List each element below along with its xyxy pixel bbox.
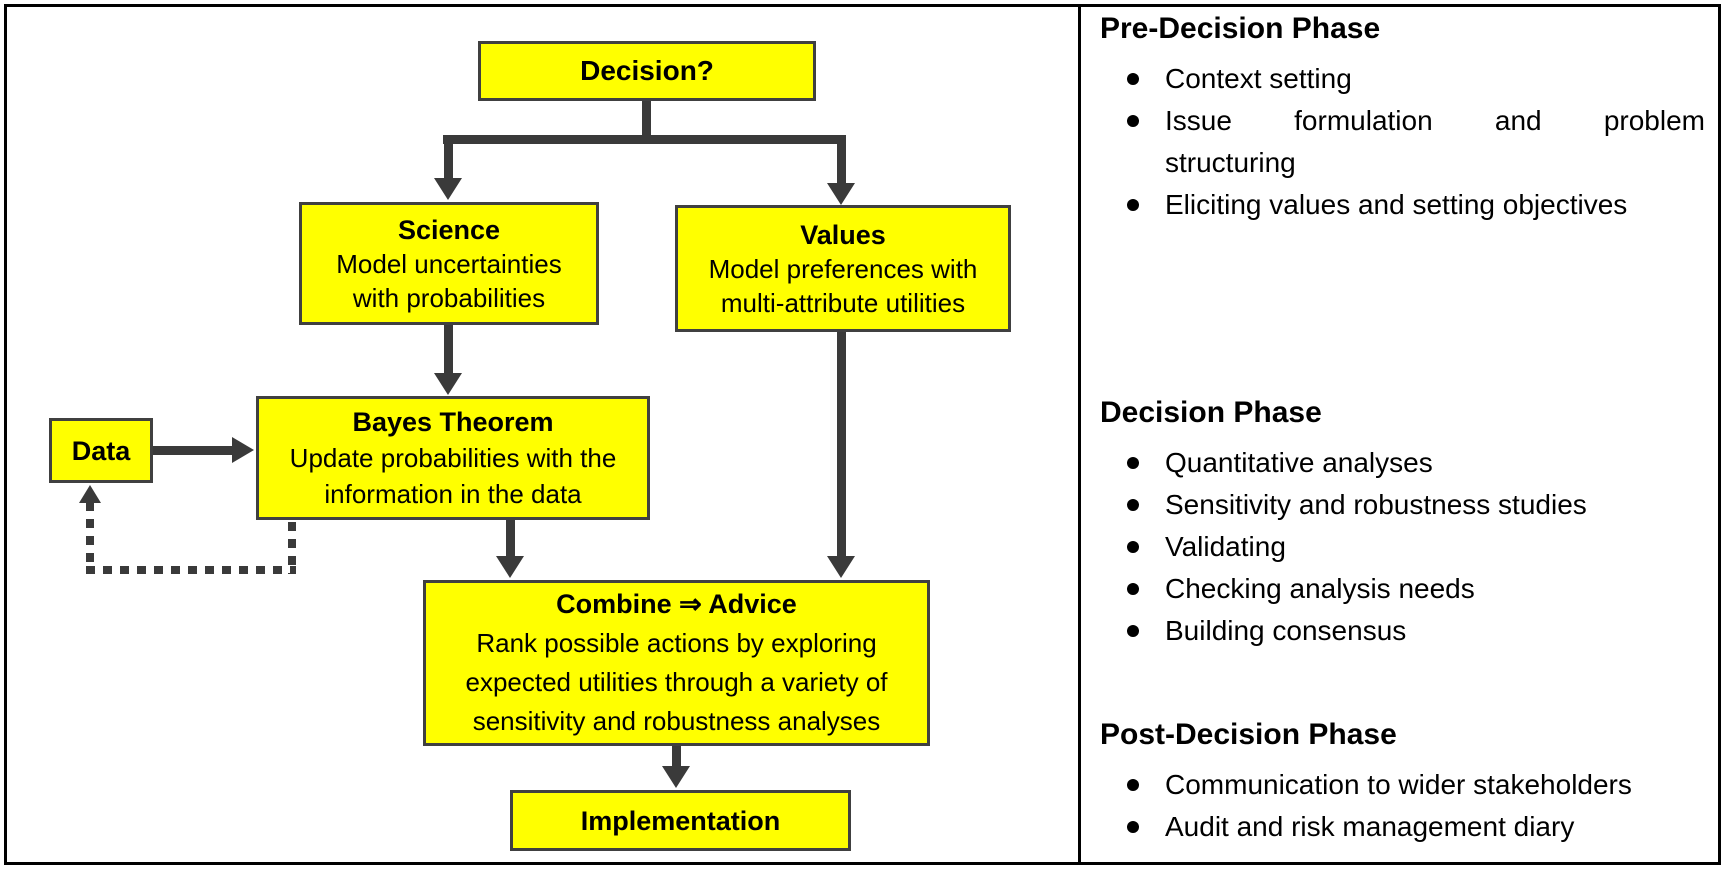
list-item-text: Audit and risk management diary	[1165, 811, 1575, 842]
list-item-text: Eliciting values and setting objectives	[1165, 189, 1628, 220]
implementation-box: Implementation	[510, 790, 851, 851]
science-box: Science Model uncertainties with probabi…	[299, 202, 599, 325]
connector-data-to-bayes	[152, 446, 234, 455]
post-decision-section: Post-Decision Phase Communication to wid…	[1100, 714, 1705, 848]
list-item-text: Building consensus	[1165, 615, 1407, 646]
list-item: Audit and risk management diary	[1127, 806, 1705, 848]
dashed-feedback-horizontal	[86, 566, 296, 574]
bayes-theorem-box-line: information in the data	[324, 479, 582, 509]
list-item: Eliciting values and setting objectives	[1127, 184, 1705, 226]
arrowhead-bayes-to-combine	[496, 556, 524, 578]
combine-advice-box: Combine ⇒ Advice Rank possible actions b…	[423, 580, 930, 746]
list-item: Context setting	[1127, 58, 1705, 100]
list-item: Sensitivity and robustness studies	[1127, 484, 1705, 526]
bayes-theorem-box: Bayes Theorem Update probabilities with …	[256, 396, 650, 520]
connector-science-to-bayes	[444, 325, 453, 375]
list-item-text: Validating	[1165, 531, 1286, 562]
data-box-title: Data	[71, 435, 131, 466]
implementation-box-title: Implementation	[580, 805, 781, 836]
bullet-icon	[1127, 764, 1165, 806]
list-item: Checking analysis needs	[1127, 568, 1705, 610]
dashed-feedback-vertical-from-bayes	[288, 522, 296, 574]
decision-phase-section: Decision Phase Quantitative analyses Sen…	[1100, 392, 1705, 652]
decision-box: Decision?	[478, 41, 816, 101]
values-box: Values Model preferences with multi-attr…	[675, 205, 1011, 332]
combine-advice-box-line: sensitivity and robustness analyses	[472, 706, 881, 736]
arrowhead-data-to-bayes	[232, 437, 254, 463]
connector-to-values	[837, 135, 846, 185]
list-item: Issue formulation and problem structurin…	[1127, 100, 1705, 184]
connector-decision-stub	[642, 100, 651, 144]
bullet-icon	[1127, 484, 1165, 526]
bullet-icon	[1127, 442, 1165, 484]
bullet-icon	[1127, 568, 1165, 610]
arrowhead-to-science	[434, 178, 462, 200]
post-decision-heading: Post-Decision Phase	[1100, 718, 1397, 751]
list-item: Quantitative analyses	[1127, 442, 1705, 484]
panel-divider	[1078, 6, 1081, 863]
pre-decision-list: Context setting Issue formulation and pr…	[1100, 58, 1705, 226]
list-item-text: Communication to wider stakeholders	[1165, 769, 1632, 800]
list-item-text: Quantitative analyses	[1165, 447, 1433, 478]
list-item: Building consensus	[1127, 610, 1705, 652]
post-decision-list: Communication to wider stakeholders Audi…	[1100, 764, 1705, 848]
values-box-line: Model preferences with	[708, 253, 978, 284]
bayes-theorem-box-line: Update probabilities with the	[289, 443, 617, 473]
arrowhead-feedback-to-data	[79, 485, 101, 503]
decision-phase-heading: Decision Phase	[1100, 396, 1322, 429]
decision-box-title: Decision?	[580, 55, 714, 86]
list-item-text: Context setting	[1165, 63, 1352, 94]
bayes-theorem-box-title: Bayes Theorem	[352, 407, 554, 437]
arrowhead-values-to-combine	[827, 556, 855, 578]
data-box: Data	[49, 418, 153, 483]
connector-combine-to-implementation	[672, 746, 681, 768]
list-item-text: Checking analysis needs	[1165, 573, 1475, 604]
combine-advice-box-line: expected utilities through a variety of	[465, 667, 888, 697]
bullet-icon	[1127, 100, 1165, 184]
bullet-icon	[1127, 806, 1165, 848]
science-box-line: with probabilities	[352, 282, 546, 313]
pre-decision-section: Pre-Decision Phase Context setting Issue…	[1100, 8, 1705, 226]
list-item-line: structuring	[1165, 147, 1296, 178]
connector-to-science	[444, 135, 453, 180]
connector-values-to-combine	[837, 332, 846, 558]
combine-advice-box-line: Rank possible actions by exploring	[476, 628, 877, 658]
list-item-text: Issue formulation and problem structurin…	[1165, 100, 1705, 184]
dashed-feedback-vertical-to-data	[86, 502, 94, 572]
bullet-icon	[1127, 58, 1165, 100]
list-item: Validating	[1127, 526, 1705, 568]
values-box-title: Values	[800, 219, 886, 250]
arrowhead-combine-to-implementation	[662, 766, 690, 788]
values-box-line: multi-attribute utilities	[720, 287, 966, 318]
decision-phase-list: Quantitative analyses Sensitivity and ro…	[1100, 442, 1705, 652]
bullet-icon	[1127, 184, 1165, 226]
list-item: Communication to wider stakeholders	[1127, 764, 1705, 806]
arrowhead-science-to-bayes	[434, 373, 462, 395]
list-item-text: Sensitivity and robustness studies	[1165, 489, 1587, 520]
connector-bayes-to-combine	[506, 520, 515, 558]
arrowhead-to-values	[827, 183, 855, 205]
combine-advice-box-title: Combine ⇒ Advice	[556, 589, 797, 619]
list-item-line-justified: Issue formulation and problem	[1165, 105, 1705, 136]
connector-split-bar	[443, 135, 846, 144]
science-box-title: Science	[397, 214, 501, 245]
science-box-line: Model uncertainties	[336, 248, 562, 279]
bullet-icon	[1127, 526, 1165, 568]
pre-decision-heading: Pre-Decision Phase	[1100, 12, 1381, 45]
bullet-icon	[1127, 610, 1165, 652]
phases-panel: Pre-Decision Phase Context setting Issue…	[1081, 0, 1715, 869]
